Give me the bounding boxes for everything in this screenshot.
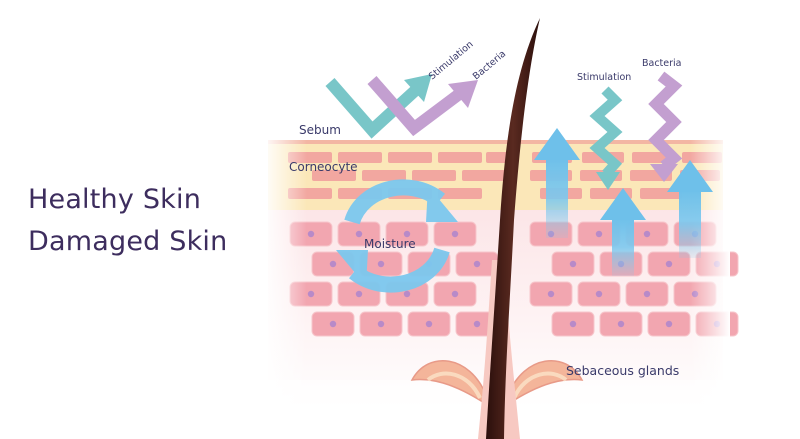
hair-shaft xyxy=(486,18,540,439)
cell-nucleus xyxy=(451,230,459,238)
sebaceous-gland-left xyxy=(410,360,487,406)
stimulation-label-left: Stimulation xyxy=(427,39,476,82)
cell-nucleus xyxy=(547,290,555,298)
cell-nucleus xyxy=(451,290,459,298)
bacteria-arrow-right xyxy=(648,71,683,171)
cell-nucleus xyxy=(403,230,411,238)
cell-nucleus xyxy=(329,320,337,328)
cell-nucleus xyxy=(473,260,481,268)
cell-nucleus xyxy=(473,320,481,328)
sebaceous-gland-right xyxy=(507,360,584,406)
sebaceous-glands-label: Sebaceous glands xyxy=(566,363,679,378)
damaged-skin-heading: Damaged Skin xyxy=(28,226,228,257)
moisture-cycle-arrows xyxy=(336,179,458,293)
cell-nucleus xyxy=(643,230,651,238)
cell-nucleus xyxy=(377,260,385,268)
moisture-loss-arrows xyxy=(534,128,713,276)
bacteria-label-left: Bacteria xyxy=(471,48,508,82)
cell-nucleus xyxy=(665,320,673,328)
cell-nucleus xyxy=(355,290,363,298)
cell-nucleus xyxy=(355,230,363,238)
sebum-label: Sebum xyxy=(299,123,341,137)
sebum-film xyxy=(268,140,723,144)
corneocyte-label: Corneocyte xyxy=(289,160,358,174)
cell-nucleus xyxy=(307,290,315,298)
cell-nucleus xyxy=(377,320,385,328)
stimulation-arrow-left xyxy=(325,78,423,139)
healthy-skin-heading: Healthy Skin xyxy=(28,184,202,215)
cell-nucleus xyxy=(425,320,433,328)
moisture-label: Moisture xyxy=(364,237,416,251)
bacteria-arrow-left xyxy=(367,76,466,137)
cell-nucleus xyxy=(307,230,315,238)
cell-nucleus xyxy=(403,290,411,298)
cell-nucleus xyxy=(329,260,337,268)
cell-nucleus xyxy=(569,260,577,268)
cell-nucleus xyxy=(569,320,577,328)
stimulation-arrow-right xyxy=(589,86,623,178)
cell-nucleus xyxy=(595,290,603,298)
cell-nucleus xyxy=(665,260,673,268)
stimulation-label-right: Stimulation xyxy=(577,72,631,83)
cell-nucleus xyxy=(595,230,603,238)
cell-nucleus xyxy=(617,320,625,328)
bacteria-label-right: Bacteria xyxy=(642,58,682,69)
cell-nucleus xyxy=(643,290,651,298)
